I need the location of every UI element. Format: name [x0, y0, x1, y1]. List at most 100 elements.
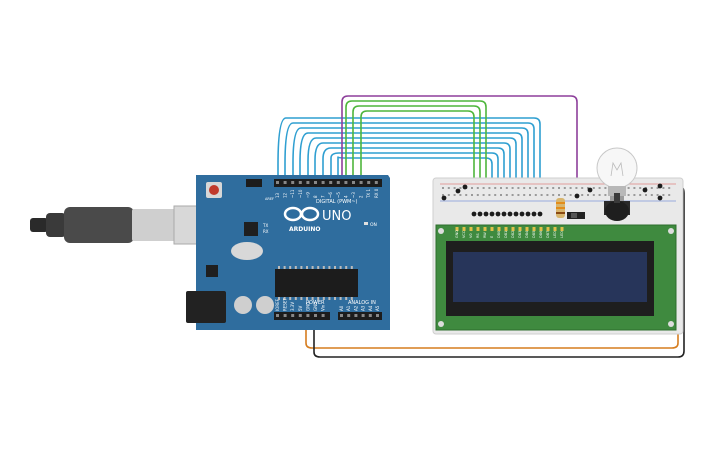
resistor-icon[interactable]	[556, 198, 565, 218]
blue-data-wire[interactable]	[337, 156, 493, 214]
digital-pin-label: 2	[359, 195, 364, 198]
lcd-pin-label: GND	[455, 230, 459, 238]
power-pin-label: 3.3V	[290, 302, 295, 311]
aref-label: AREF	[265, 197, 274, 201]
usb-cable-icon[interactable]	[30, 205, 213, 245]
tx-led-label: TX	[262, 223, 268, 228]
wire-end	[642, 187, 648, 193]
lcd-pin-label: DB2	[511, 231, 515, 238]
wire-end	[519, 211, 525, 217]
lcd-pin-label: DB7	[546, 231, 550, 238]
power-pin-label: Vin	[321, 304, 326, 311]
lcd-pin	[469, 227, 473, 231]
digital-pin-label: ~3	[351, 192, 356, 198]
power-pin-label: GND	[313, 302, 318, 311]
arduino-uno-board[interactable]: UNO ARDUINO DIGITAL (PWM~) POWER ANALOG …	[186, 175, 390, 330]
wire-end	[507, 211, 513, 217]
power-header-label: POWER	[306, 300, 325, 306]
analog-pin-label: A1	[346, 305, 351, 311]
wire-end	[657, 183, 663, 189]
arduino-logo-icon	[283, 206, 320, 222]
pushbutton-icon[interactable]	[567, 212, 585, 219]
digital-pin-label: 7	[321, 195, 326, 198]
analog-pin-label: A0	[339, 305, 344, 311]
blue-data-wire[interactable]	[277, 117, 541, 214]
wire-end	[587, 187, 593, 193]
wire-end	[531, 211, 537, 217]
wire-end	[574, 193, 580, 199]
blue-data-wire[interactable]	[292, 127, 529, 214]
analog-pin-label: A4	[368, 305, 373, 311]
lcd-pin	[553, 227, 557, 231]
wire-end	[525, 211, 531, 217]
lcd-pin	[455, 227, 459, 231]
crystal-oscillator	[231, 242, 263, 260]
lcd-pin	[483, 227, 487, 231]
atmega-chip	[275, 269, 358, 297]
digital-pin-label: ~11	[290, 189, 295, 198]
analog-header	[338, 312, 382, 320]
lcd-pin-label: RS	[476, 233, 480, 238]
rx-led-label: RX	[263, 229, 269, 234]
lcd-pin-label: LED	[553, 231, 557, 238]
wire-end	[495, 211, 501, 217]
power-pin-label: IOREF	[275, 298, 280, 311]
board-model: UNO	[322, 209, 351, 224]
wire-end	[441, 195, 447, 201]
power-jack-icon	[186, 291, 226, 323]
green-data-wire[interactable]	[360, 110, 475, 214]
blue-data-wire[interactable]	[314, 142, 511, 214]
digital-pin-label: 8	[313, 195, 318, 198]
lcd-pin	[511, 227, 515, 231]
lcd-pin-label: DB4	[525, 230, 529, 238]
digital-header-label: DIGITAL (PWM~)	[316, 199, 358, 205]
wire-endpoints	[441, 183, 663, 217]
wire-end	[471, 211, 477, 217]
board-brand: ARDUINO	[289, 226, 320, 233]
lcd-pin-label: DB6	[539, 231, 543, 238]
purple-wire[interactable]	[341, 95, 578, 196]
potentiometer-icon[interactable]	[604, 193, 630, 221]
lcd-pin	[462, 227, 466, 231]
power-pin-label: GND	[305, 302, 310, 311]
on-led-label: ON	[370, 222, 377, 228]
blue-data-wire[interactable]	[284, 122, 535, 214]
lcd-pin	[532, 227, 536, 231]
blue-data-wire[interactable]	[299, 132, 523, 214]
digital-pin-label: ~9	[305, 192, 310, 198]
lcd-pin-label: RW	[483, 232, 487, 238]
digital-header	[274, 179, 382, 187]
wire-end	[477, 211, 483, 217]
lcd-screen	[453, 252, 647, 302]
green-data-wire[interactable]	[352, 105, 481, 214]
lcd-pin	[504, 227, 508, 231]
wire-end	[462, 184, 468, 190]
power-pin-label: 5V	[298, 305, 303, 311]
blue-data-wire[interactable]	[307, 137, 517, 214]
digital-pin-label: ~10	[298, 189, 303, 198]
lcd-pin-label: DB1	[504, 231, 508, 238]
digital-pin-label: ~6	[328, 192, 333, 198]
lcd-pin	[476, 227, 480, 231]
wire-end	[489, 211, 495, 217]
analog-pin-label: A5	[375, 305, 380, 311]
blue-data-wire[interactable]	[330, 152, 499, 214]
lcd-pin	[525, 227, 529, 231]
power-pin-label: RESET	[283, 298, 288, 311]
digital-pin-label: 12	[283, 192, 288, 198]
lcd-pin-label: V0	[469, 233, 473, 238]
blue-data-wire[interactable]	[322, 147, 505, 214]
digital-pin-label: TX 1	[366, 189, 371, 199]
green-data-wire[interactable]	[345, 100, 487, 214]
digital-pin-label: 13	[275, 192, 280, 198]
wire-end	[657, 195, 663, 201]
wire-end	[455, 188, 461, 194]
capacitor-icon	[256, 296, 274, 314]
wire-end	[501, 211, 507, 217]
lcd-pin	[497, 227, 501, 231]
lcd-pin-label: DB3	[518, 231, 522, 238]
lcd-pin	[546, 227, 550, 231]
wire-end	[537, 211, 543, 217]
